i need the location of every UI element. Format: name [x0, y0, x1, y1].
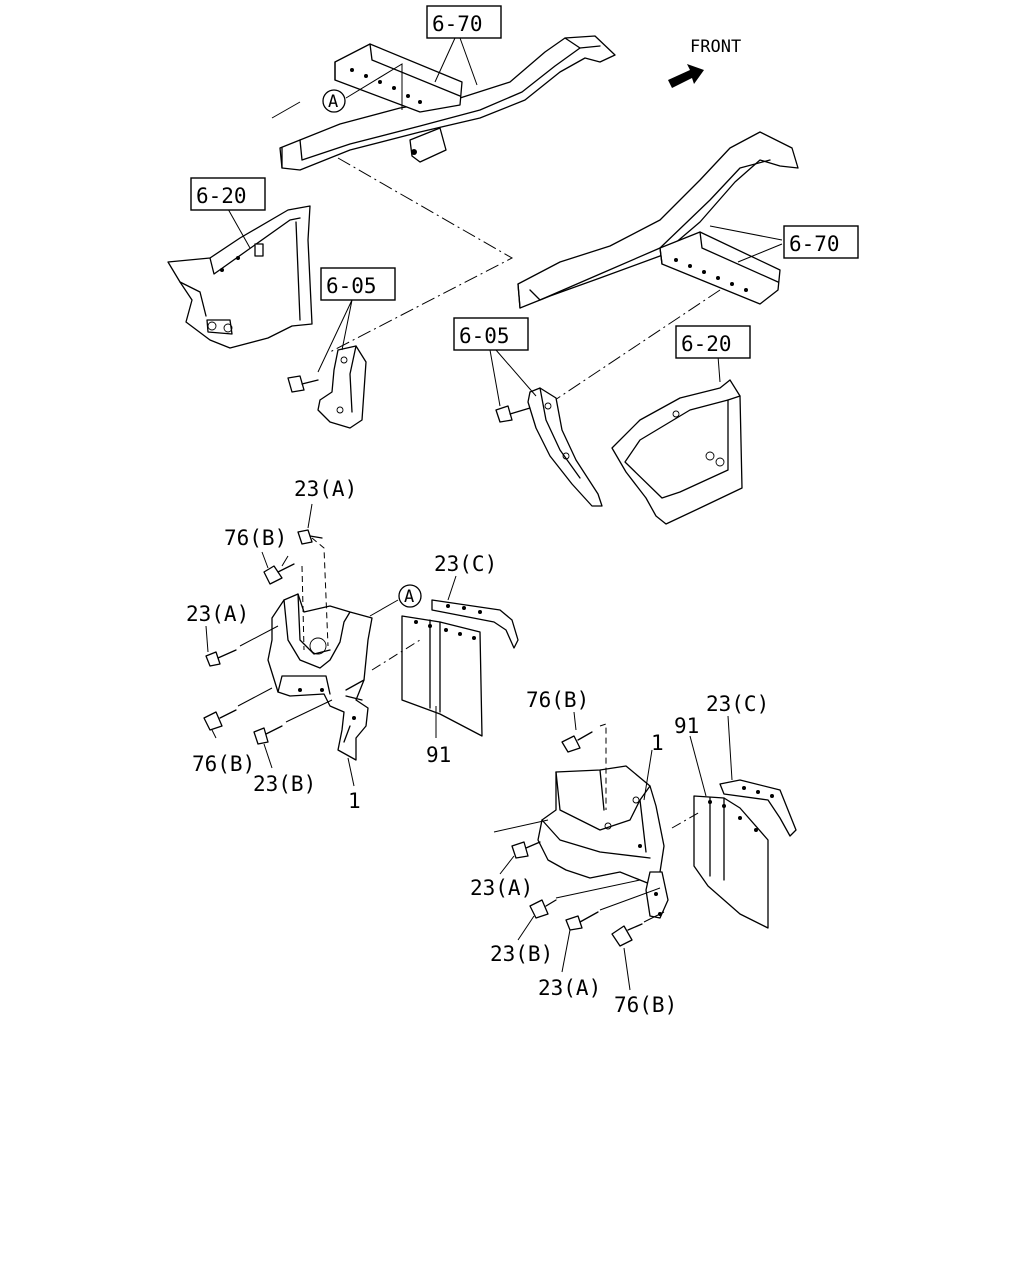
- label-23b-left: 23(B): [253, 772, 316, 796]
- label-91-right: 91: [674, 714, 699, 738]
- ref-fender-right: 6-20: [681, 332, 732, 356]
- label-1-right: 1: [651, 731, 664, 755]
- label-1-left: 1: [348, 789, 361, 813]
- front-label: FRONT: [690, 37, 741, 57]
- label-23c-left: 23(C): [434, 552, 497, 576]
- label-76b-bot-left: 76(B): [192, 752, 255, 776]
- ref-fender-left: 6-20: [196, 184, 247, 208]
- label-23a-top-left: 23(A): [294, 477, 357, 501]
- frame-rail-top: 6-70 A: [271, 5, 616, 171]
- alignment-line-right: [539, 289, 721, 411]
- marker-a-mid: [398, 584, 422, 608]
- label-23a-left-right: 23(A): [470, 876, 533, 900]
- ref-frame-right: 6-70: [789, 232, 840, 256]
- label-91-left: 91: [426, 743, 451, 767]
- marker-a-top-label: A: [328, 92, 338, 112]
- label-76b-top-right: 76(B): [526, 688, 589, 712]
- ref-box-fender-right: [675, 325, 751, 359]
- alignment-line: [329, 157, 514, 353]
- ref-bracket-left: 6-05: [326, 274, 377, 298]
- assembly-left: A 23(A) 76(B) 23(A) 23(C) 76(B) 23(B) 91…: [186, 477, 519, 813]
- ref-box-bracket-left: [320, 267, 396, 301]
- label-23a-mid-left: 23(A): [186, 602, 249, 626]
- ref-frame-top: 6-70: [432, 12, 483, 36]
- front-direction-indicator: FRONT: [668, 37, 741, 88]
- ref-box-bracket-right: [453, 317, 529, 351]
- ref-box-frame-right: [783, 225, 859, 259]
- bracket-left: 6-05: [287, 267, 396, 429]
- label-23a-bot-right: 23(A): [538, 976, 601, 1000]
- label-23c-right: 23(C): [706, 692, 769, 716]
- frame-rail-right: 6-70: [517, 131, 859, 309]
- label-23b-right: 23(B): [490, 942, 553, 966]
- assembly-right: 76(B) 1 91 23(C) 23(A) 23(B) 23(A) 76(B): [470, 688, 797, 1017]
- ref-box-fender-left: [190, 177, 266, 211]
- label-76b-top-left: 76(B): [224, 526, 287, 550]
- ref-box-frame-top: [426, 5, 502, 39]
- fender-left: 6-20: [167, 177, 313, 349]
- ref-bracket-right: 6-05: [459, 324, 510, 348]
- fender-right: 6-20: [611, 325, 751, 525]
- marker-a-mid-label: A: [404, 587, 414, 607]
- arrow-icon: [668, 64, 704, 88]
- bracket-right: 6-05: [453, 317, 603, 507]
- label-76b-bot-right: 76(B): [614, 993, 677, 1017]
- marker-a-top: [322, 89, 346, 113]
